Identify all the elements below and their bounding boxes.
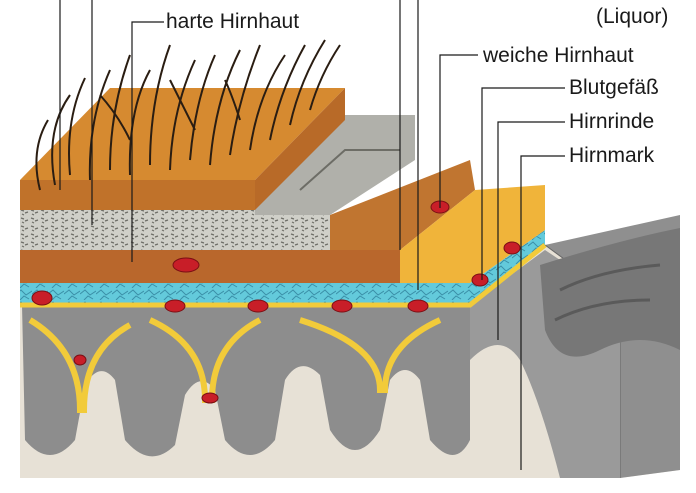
label-weiche-hirnhaut: weiche Hirnhaut bbox=[481, 45, 636, 66]
label-harte-hirnhaut: harte Hirnhaut bbox=[164, 11, 301, 32]
label-blutgefaess: Blutgefäß bbox=[567, 77, 661, 98]
label-hirnrinde: Hirnrinde bbox=[567, 111, 656, 132]
label-hirnmark: Hirnmark bbox=[567, 145, 656, 166]
label-liquor: (Liquor) bbox=[594, 6, 670, 27]
